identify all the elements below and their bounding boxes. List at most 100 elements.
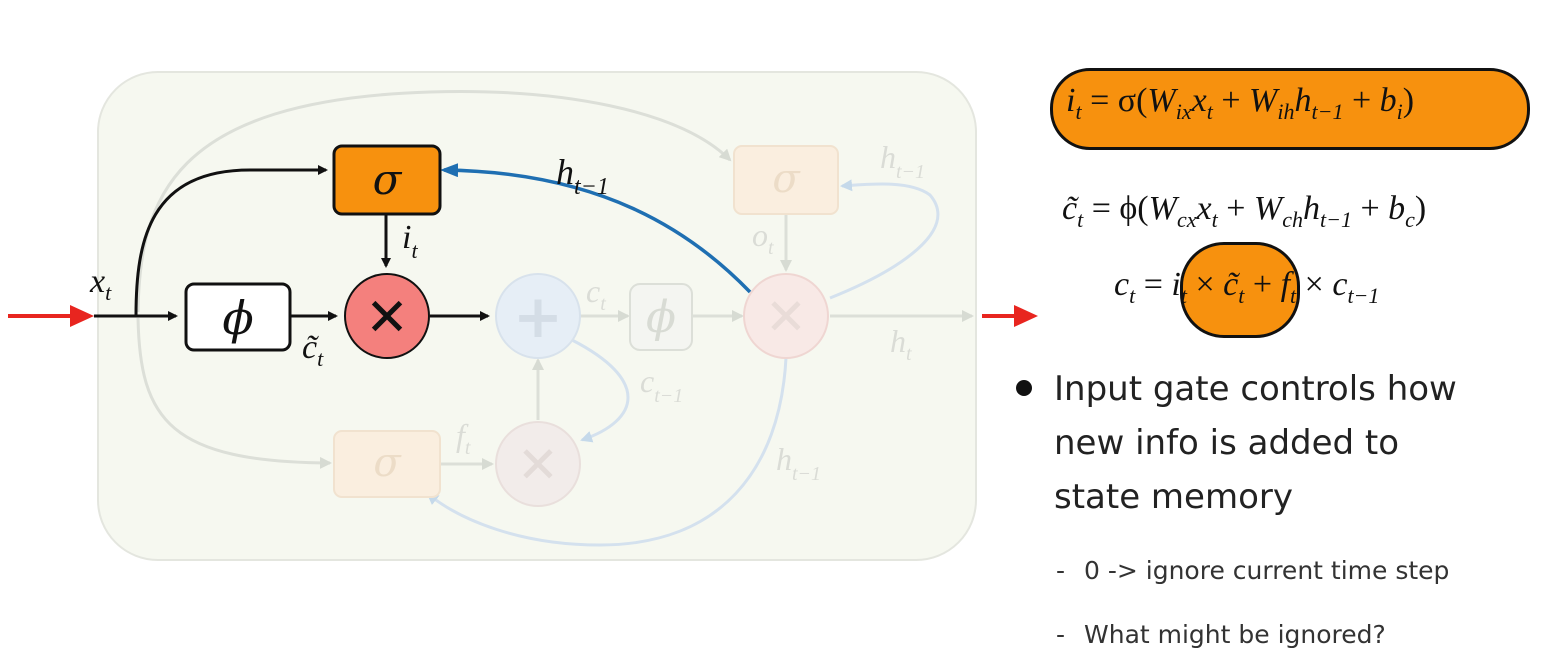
faded-labels: ot ht−1 ct ht ct−1 ft ht−1 — [456, 139, 925, 485]
eq1-h: h — [1294, 82, 1312, 119]
svg-text:ht−1: ht−1 — [880, 139, 925, 183]
equation-panel: it = σ(Wixxt + Wihht−1 + bi) c̃t = ϕ(Wcx… — [1000, 0, 1548, 663]
input-gate-output-sub: t — [411, 238, 418, 263]
eq1-plus1: + — [1212, 82, 1250, 119]
candidate-sub: t — [317, 346, 324, 371]
sub-item-dash-1: - — [1056, 556, 1066, 585]
input-gate-output-label: i — [402, 219, 411, 256]
eq1-plus2: + — [1343, 82, 1380, 119]
eq2-close: ) — [1414, 190, 1427, 227]
eq3-times2: × — [1296, 266, 1333, 303]
io-arrows — [8, 305, 1038, 327]
hidden-out-label: h — [890, 323, 906, 359]
eq1-b: b — [1379, 82, 1397, 119]
sub-item-2: What might be ignored? — [1084, 620, 1386, 649]
bullet-dot — [1016, 380, 1032, 396]
svg-text:ht: ht — [890, 323, 912, 365]
eq3-c-prev: c — [1332, 266, 1348, 303]
eq3-f-sub: t — [1290, 283, 1297, 308]
eq2-h: h — [1302, 190, 1320, 227]
output-multiply-node — [743, 273, 829, 359]
input-gate-symbol: σ — [373, 155, 403, 204]
output-gate-label: o — [752, 217, 768, 253]
cell-state-sub: t — [600, 293, 606, 315]
eq2-w1: W — [1148, 190, 1177, 227]
eq1-x: x — [1191, 82, 1207, 119]
output-gate-symbol: σ — [772, 156, 801, 202]
forget-multiply-symbol: ✕ — [517, 436, 559, 494]
hidden-prev-label: h — [556, 152, 574, 192]
recurrent-hidden-arrow — [440, 163, 752, 294]
svg-text:ht−1: ht−1 — [556, 152, 609, 200]
svg-text:ct: ct — [586, 273, 606, 315]
eq1-w1: W — [1147, 82, 1176, 119]
eq3-lhs: c — [1114, 266, 1130, 303]
cell-update-equation: ct = it × c̃t + ft × ct−1 — [1114, 266, 1379, 307]
eq2-w2: W — [1253, 190, 1283, 227]
eq1-w1-sub: ix — [1175, 99, 1192, 124]
hidden-prev-sub-3: t−1 — [792, 463, 821, 485]
input-gate-equation: it = σ(Wixxt + Wihht−1 + bi) — [1066, 82, 1415, 123]
cell-prev-label: c — [640, 363, 654, 399]
eq3-c-tilde-sub: t — [1238, 283, 1245, 308]
eq1-lhs: i — [1066, 82, 1076, 119]
eq2-w1-sub: cx — [1176, 207, 1197, 232]
eq1-x-sub: t — [1206, 99, 1213, 124]
sub-item-dash-2: - — [1056, 620, 1066, 649]
eq2-plus2: + — [1351, 190, 1389, 227]
hidden-out-sub: t — [906, 343, 912, 365]
candidate-symbol: ϕ — [222, 291, 253, 345]
eq1-w2: W — [1249, 82, 1278, 119]
hidden-prev-label-3: h — [776, 441, 792, 477]
eq3-i: i — [1171, 266, 1181, 303]
svg-text:ct−1: ct−1 — [640, 363, 683, 407]
eq2-lhs-sub: t — [1077, 207, 1084, 232]
bullet-text: Input gate controls how new info is adde… — [1054, 369, 1457, 517]
add-symbol: + — [513, 282, 563, 352]
candidate-box — [184, 282, 292, 352]
eq3-lhs-sub: t — [1129, 283, 1136, 308]
eq1-h-sub: t−1 — [1311, 99, 1344, 124]
input-multiply-symbol: ✕ — [365, 288, 409, 348]
eq2-b-sub: c — [1405, 207, 1415, 232]
eq2-lhs: c̃ — [1062, 190, 1078, 227]
eq1-close: ) — [1402, 82, 1415, 119]
output-gate-box — [733, 145, 839, 215]
hidden-prev-sub: t−1 — [574, 174, 609, 200]
cell-tanh-box — [629, 283, 693, 351]
eq3-plus: + — [1244, 266, 1281, 303]
candidate-equation: c̃t = ϕ(Wcxxt + Wchht−1 + bc) — [1062, 190, 1427, 231]
cell-prev-sub: t−1 — [654, 385, 683, 407]
cell-state-label: c — [586, 273, 600, 309]
eq3-c-prev-sub: t−1 — [1347, 283, 1380, 308]
eq2-x-sub: t — [1211, 207, 1218, 232]
eq2-eq: = ϕ( — [1083, 190, 1149, 227]
cell-update-highlight — [1180, 242, 1300, 338]
eq1-b-sub: i — [1396, 99, 1403, 124]
eq2-w2-sub: ch — [1282, 207, 1303, 232]
eq1-eq: = σ( — [1081, 82, 1148, 119]
output-multiply-symbol: ✕ — [765, 288, 807, 346]
eq2-x: x — [1196, 190, 1212, 227]
forget-multiply-node — [495, 421, 581, 507]
forget-gate-box — [333, 430, 441, 498]
add-node — [495, 273, 581, 359]
input-gate-box — [332, 144, 442, 216]
input-x-sub: t — [105, 280, 112, 305]
eq3-eq: = — [1135, 266, 1172, 303]
sub-item-1: 0 -> ignore current time step — [1084, 556, 1450, 585]
input-multiply-node — [344, 273, 430, 359]
eq2-plus1: + — [1217, 190, 1254, 227]
eq3-c-tilde: c̃ — [1223, 266, 1239, 303]
forget-gate-symbol: σ — [373, 440, 402, 486]
svg-text:c̃t: c̃t — [302, 329, 324, 371]
eq2-h-sub: t−1 — [1319, 207, 1352, 232]
svg-text:it: it — [402, 219, 418, 263]
eq1-lhs-sub: t — [1075, 99, 1082, 124]
eq1-w2-sub: ih — [1277, 99, 1295, 124]
lstm-input-gate-diagram: + ϕ ✕ σ σ ✕ ot ht−1 ct ht ct−1 ft ht−1 — [8, 71, 1038, 561]
svg-text:xt: xt — [89, 263, 112, 305]
forget-sub: t — [465, 437, 471, 459]
svg-text:ht−1: ht−1 — [776, 441, 821, 485]
input-x-label: x — [89, 263, 105, 300]
